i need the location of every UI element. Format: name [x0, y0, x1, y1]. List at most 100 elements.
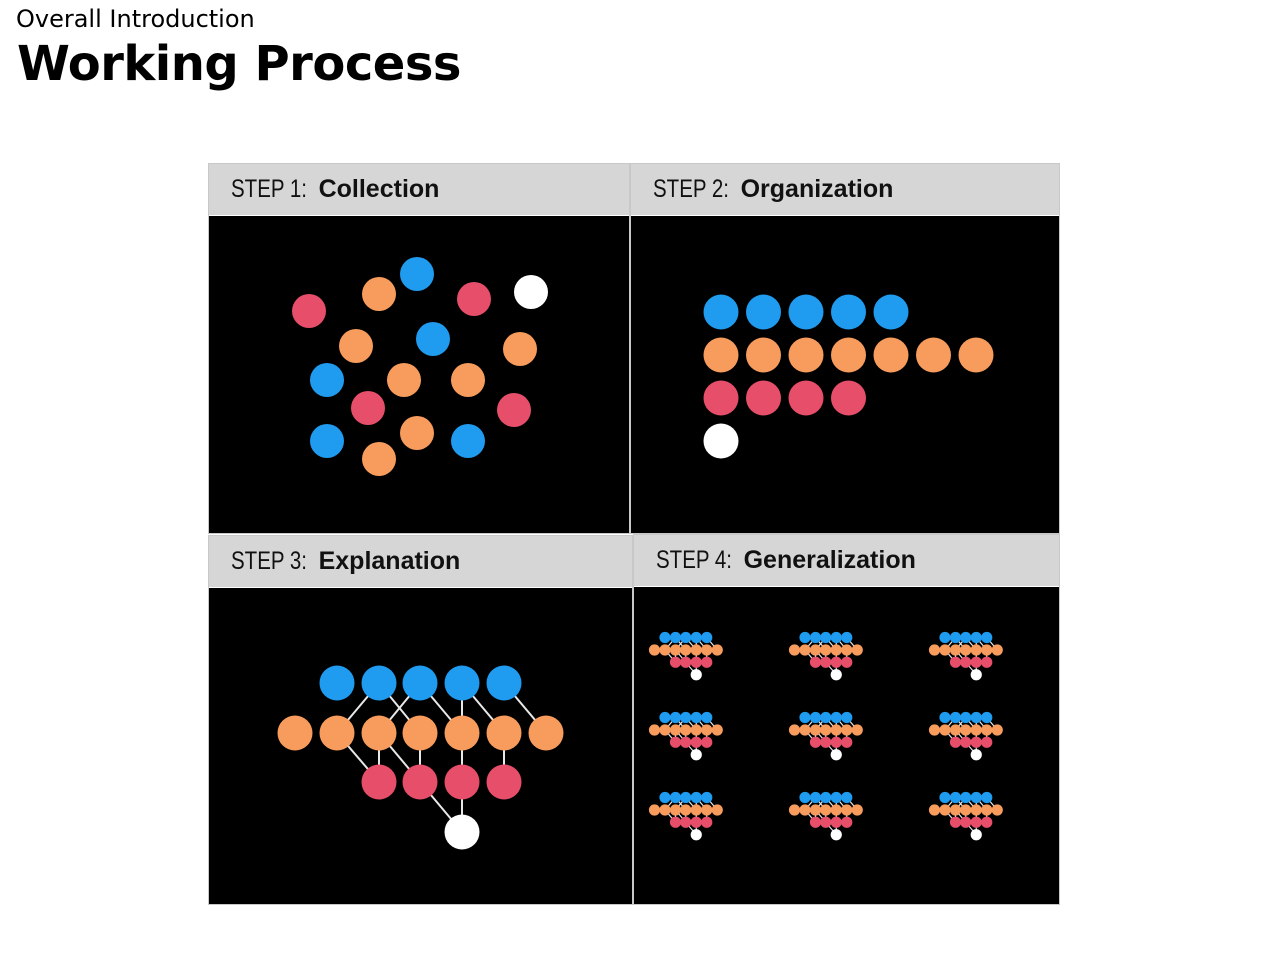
orange-node	[486, 715, 522, 751]
red-node	[746, 380, 781, 416]
orange-node	[851, 644, 863, 656]
blue-node	[960, 791, 972, 804]
red-node	[361, 764, 397, 800]
orange-node	[680, 804, 692, 816]
blue-node	[939, 791, 951, 804]
red-node	[809, 656, 822, 668]
orange-node	[711, 724, 723, 736]
blue-node	[981, 791, 993, 804]
orange-node	[830, 724, 842, 736]
orange-node	[830, 644, 842, 656]
red-node	[981, 736, 993, 748]
red-node	[669, 816, 682, 828]
blue-node	[960, 631, 972, 644]
blue-node	[949, 791, 962, 804]
orange-node	[939, 724, 951, 736]
orange-node	[528, 715, 564, 751]
orange-node	[831, 337, 866, 373]
orange-node	[981, 724, 993, 736]
orange-node	[319, 715, 355, 751]
blue-node	[841, 631, 853, 644]
step-1-prefix: STEP 1:	[231, 175, 307, 203]
blue-node	[669, 631, 682, 644]
orange-node	[387, 363, 421, 397]
orange-node	[960, 724, 972, 736]
step-3-prefix: STEP 3:	[231, 547, 307, 575]
red-node	[457, 282, 491, 316]
red-node	[669, 736, 682, 748]
orange-node	[928, 644, 941, 656]
white-node	[970, 749, 982, 761]
orange-node	[820, 724, 832, 736]
red-node	[690, 656, 702, 668]
red-node	[960, 816, 972, 828]
white-node	[444, 814, 480, 850]
blue-node	[703, 294, 739, 330]
red-node	[830, 656, 842, 668]
red-node	[788, 380, 824, 416]
orange-node	[680, 724, 692, 736]
step-3-panel: STEP 3: Explanation	[209, 536, 632, 904]
orange-node	[830, 804, 842, 816]
orange-node	[669, 644, 682, 656]
step-3-header: STEP 3: Explanation	[209, 536, 632, 588]
orange-node	[788, 644, 801, 656]
red-node	[680, 736, 692, 748]
orange-node	[916, 337, 951, 373]
organization-diagram	[703, 294, 994, 459]
red-node	[960, 736, 972, 748]
orange-node	[991, 724, 1003, 736]
blue-node	[949, 711, 962, 724]
blue-node	[310, 424, 344, 458]
red-node	[841, 736, 853, 748]
red-node	[669, 656, 682, 668]
orange-node	[788, 804, 801, 816]
blue-node	[416, 322, 450, 356]
step-2-prefix: STEP 2:	[653, 175, 729, 203]
blue-node	[444, 665, 480, 701]
orange-node	[799, 644, 811, 656]
orange-node	[949, 804, 962, 816]
orange-node	[690, 724, 702, 736]
red-node	[701, 816, 713, 828]
red-node	[981, 816, 993, 828]
white-node	[970, 829, 982, 841]
orange-node	[451, 363, 485, 397]
blue-node	[830, 711, 842, 724]
red-node	[701, 736, 713, 748]
orange-node	[659, 644, 671, 656]
red-node	[981, 656, 993, 668]
orange-node	[680, 644, 692, 656]
orange-node	[970, 644, 982, 656]
step-1-name: Collection	[318, 175, 440, 203]
step-3-canvas	[209, 589, 632, 904]
blue-node	[659, 791, 671, 804]
orange-node	[648, 724, 661, 736]
orange-node	[928, 724, 941, 736]
step-3-name: Explanation	[318, 547, 461, 575]
orange-node	[981, 644, 993, 656]
orange-node	[960, 644, 972, 656]
red-node	[680, 656, 692, 668]
red-node	[690, 816, 702, 828]
orange-node	[701, 644, 713, 656]
red-node	[949, 816, 962, 828]
orange-node	[799, 724, 811, 736]
orange-node	[659, 724, 671, 736]
orange-node	[970, 724, 982, 736]
orange-node	[851, 804, 863, 816]
white-node	[970, 669, 982, 681]
blue-node	[831, 294, 866, 330]
orange-node	[991, 804, 1003, 816]
collection-diagram	[292, 257, 548, 476]
blue-node	[680, 791, 692, 804]
orange-node	[277, 715, 313, 751]
white-node	[690, 669, 702, 681]
red-node	[690, 736, 702, 748]
red-node	[809, 736, 822, 748]
orange-node	[788, 724, 801, 736]
red-node	[820, 816, 832, 828]
blue-node	[809, 791, 822, 804]
blue-node	[690, 631, 702, 644]
explanation-diagram	[277, 665, 564, 850]
